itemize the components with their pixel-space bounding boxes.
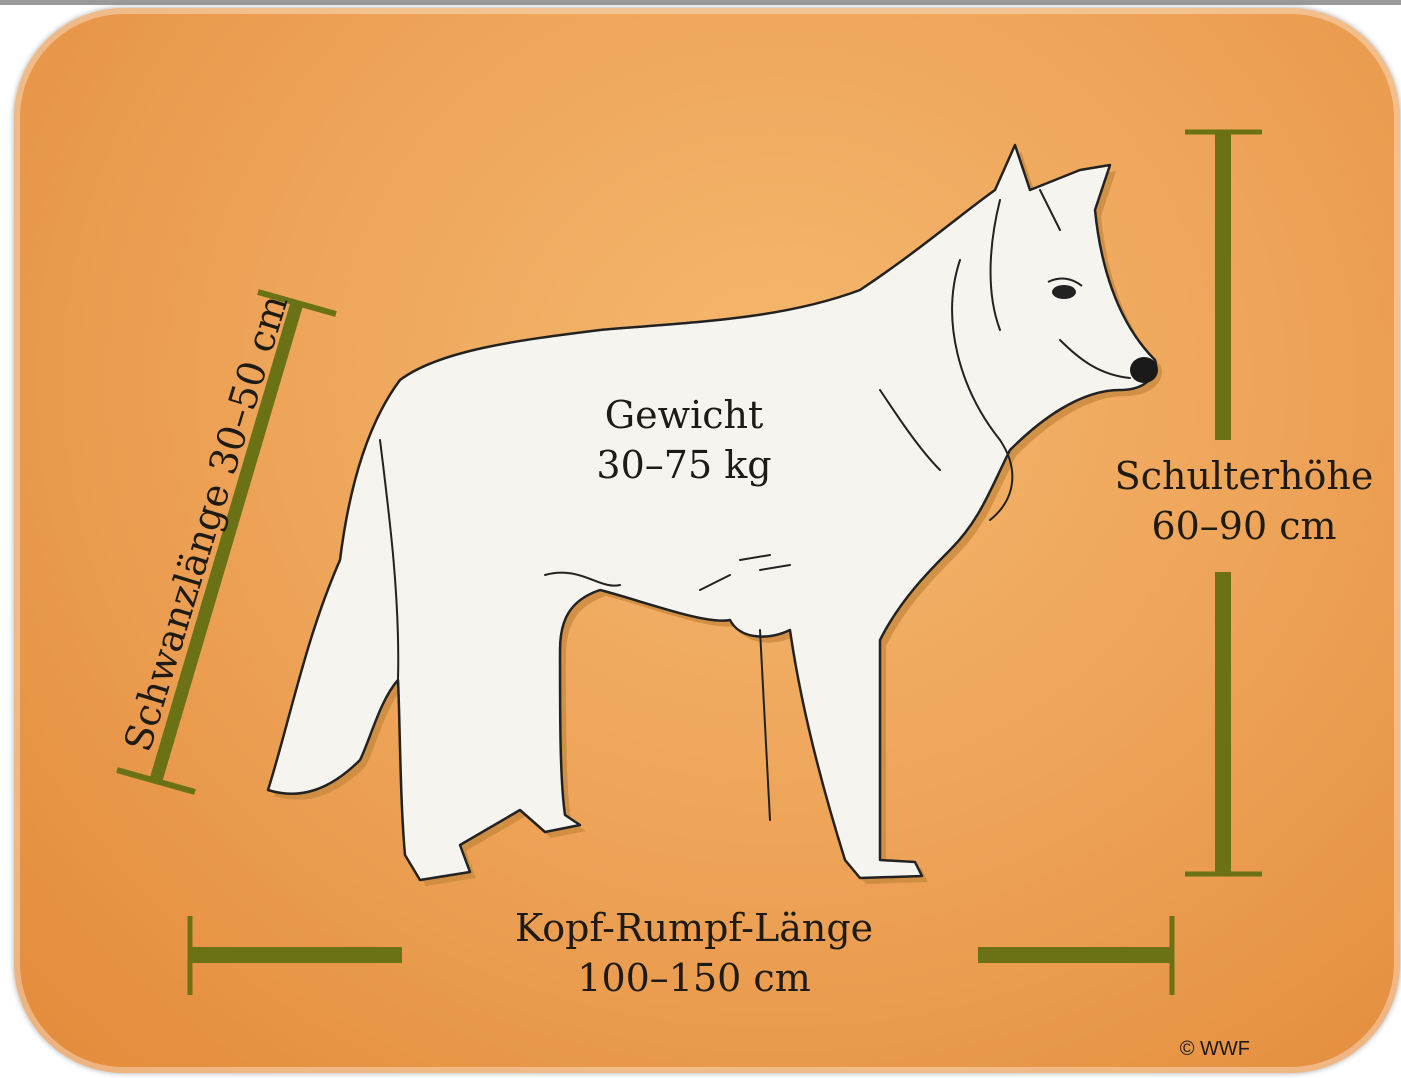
shoulder-title: Schulterhöhe [1094, 451, 1394, 501]
weight-value: 30–75 kg [564, 440, 804, 490]
wolf-eye [1052, 285, 1076, 299]
copyright: © WWF [1180, 1038, 1250, 1061]
infographic-card: Gewicht 30–75 kg Schwanzlänge 30–50 cm S… [14, 8, 1400, 1073]
weight-label: Gewicht 30–75 kg [564, 390, 804, 490]
length-value: 100–150 cm [484, 953, 904, 1003]
length-title: Kopf-Rumpf-Länge [484, 903, 904, 953]
weight-title: Gewicht [564, 390, 804, 440]
wolf-nose [1130, 357, 1158, 383]
top-border [0, 0, 1401, 5]
shoulder-label: Schulterhöhe 60–90 cm [1094, 451, 1394, 551]
shoulder-value: 60–90 cm [1094, 501, 1394, 551]
wolf-body [268, 145, 1156, 880]
length-label: Kopf-Rumpf-Länge 100–150 cm [484, 903, 904, 1003]
